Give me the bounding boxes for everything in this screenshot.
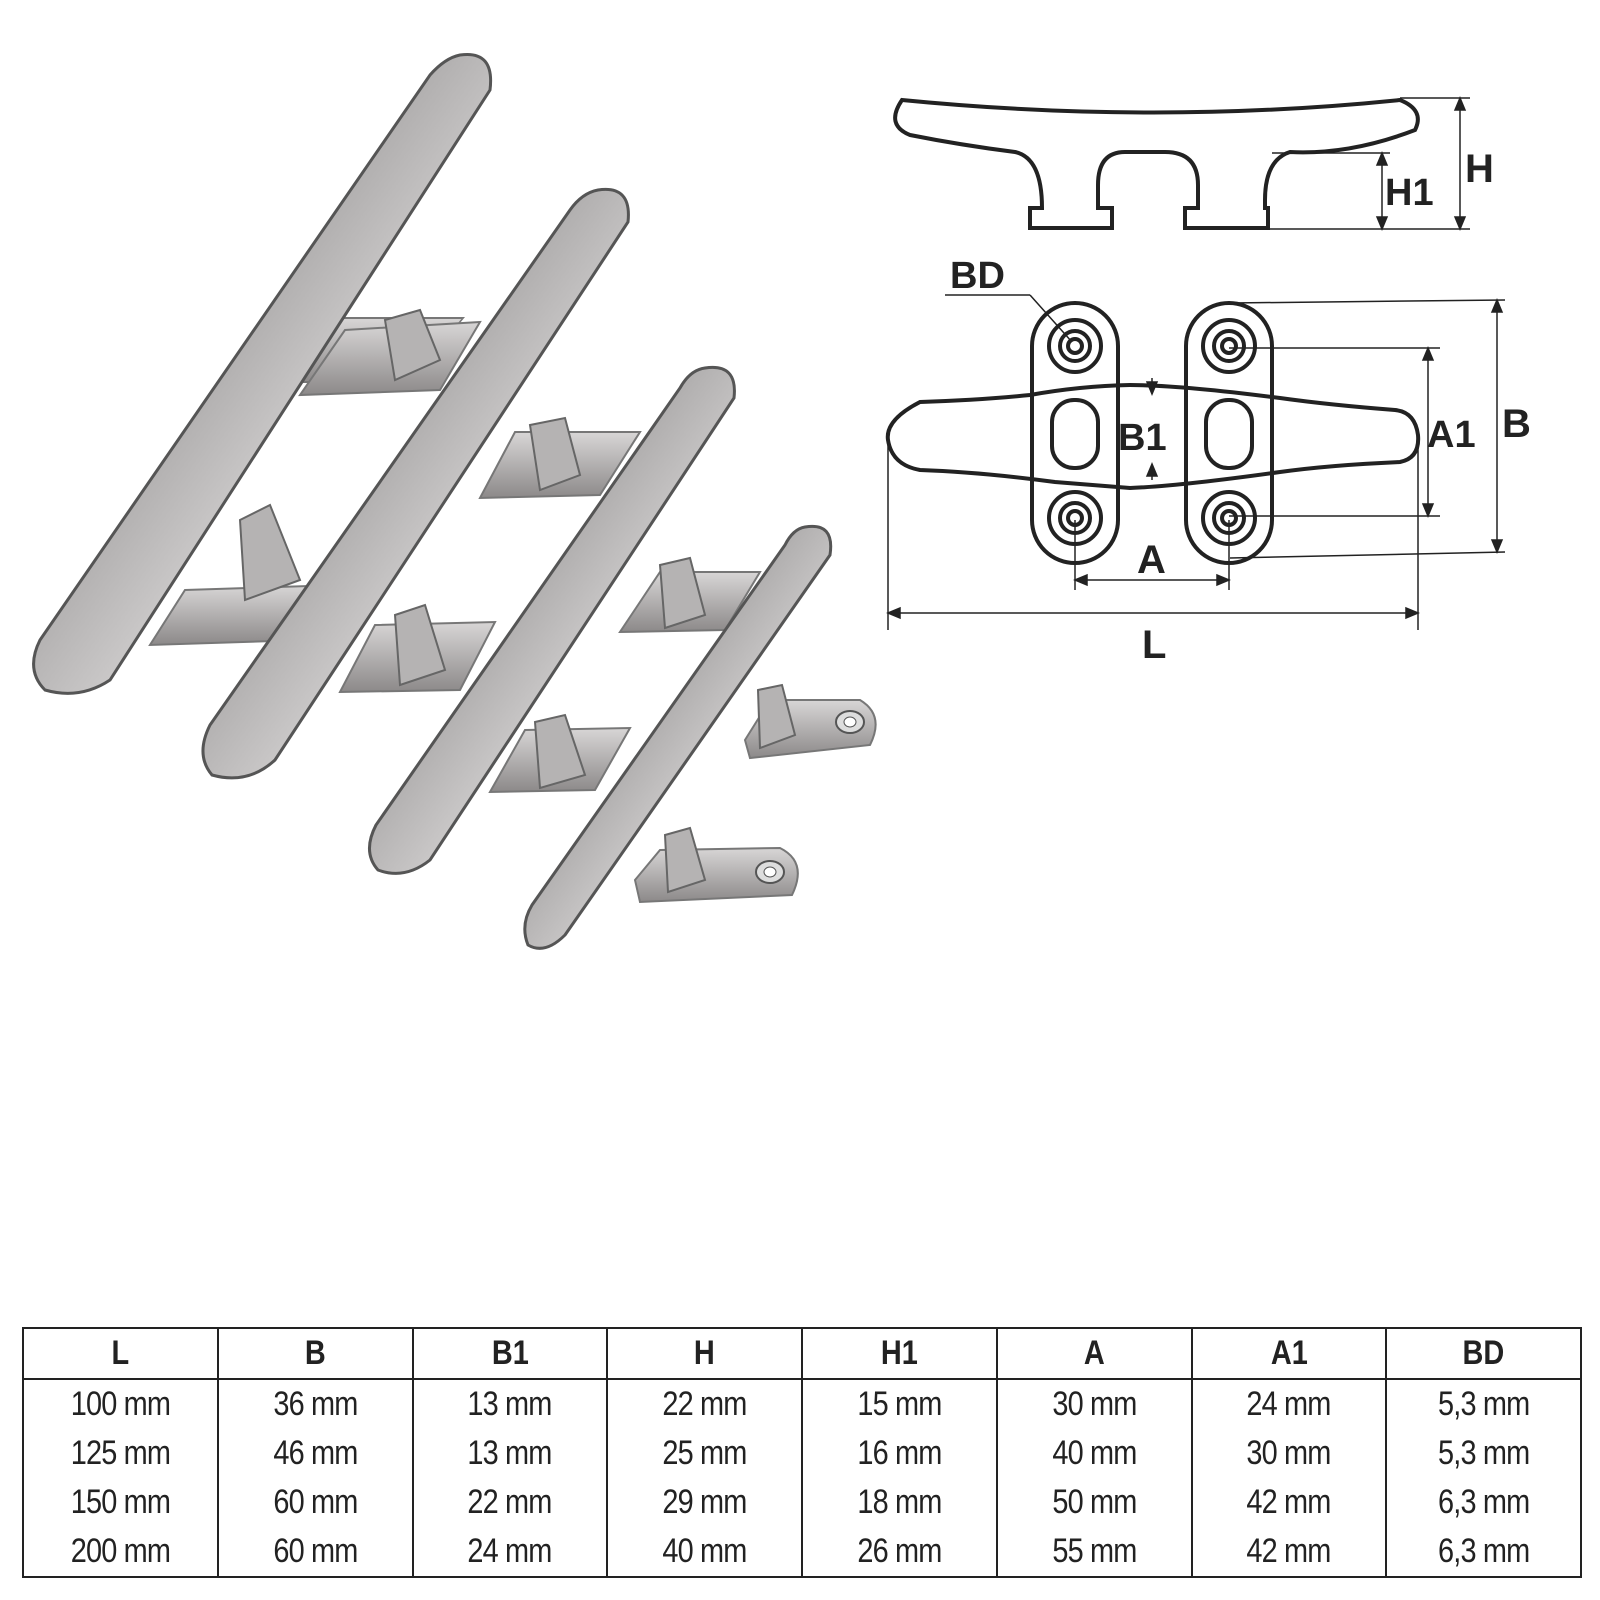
table-row: 200 mm 60 mm 24 mm 40 mm 26 mm 55 mm 42 … [22, 1527, 1582, 1578]
table-row: 150 mm 60 mm 22 mm 29 mm 18 mm 50 mm 42 … [22, 1478, 1582, 1527]
label-h1: H1 [1385, 172, 1434, 214]
dim-a [1073, 520, 1231, 590]
table-cell: 150 mm [22, 1478, 219, 1527]
dim-a1 [1229, 346, 1440, 518]
header-bd: BD [1400, 1327, 1568, 1380]
dim-bd [945, 294, 1073, 343]
table-cell: 60 mm [216, 1478, 414, 1527]
cleat-200 [32, 52, 493, 695]
table-cell: 22 mm [606, 1379, 803, 1429]
table-cell: 36 mm [216, 1379, 414, 1429]
header-h1: H1 [815, 1327, 983, 1380]
table-cell: 26 mm [801, 1527, 998, 1578]
label-b1: B1 [1118, 417, 1167, 459]
label-a: A [1137, 538, 1166, 582]
table-cell: 13 mm [411, 1379, 609, 1429]
table-cell: 125 mm [22, 1429, 219, 1478]
table-cell: 18 mm [801, 1478, 998, 1527]
table-cell: 40 mm [606, 1527, 803, 1578]
table-cell: 29 mm [606, 1478, 803, 1527]
label-l: L [1142, 623, 1166, 667]
table-cell: 60 mm [216, 1527, 414, 1578]
header-h: H [621, 1327, 789, 1380]
dim-h1 [1272, 151, 1390, 231]
table-cell: 6,3 mm [1385, 1478, 1582, 1527]
dim-l [886, 442, 1420, 630]
table-header-row: L B B1 H H1 A A1 BD [23, 1327, 1581, 1380]
label-bd: BD [950, 255, 1005, 297]
label-a1: A1 [1427, 414, 1476, 456]
header-l: L [36, 1327, 204, 1380]
table-cell: 5,3 mm [1385, 1429, 1582, 1478]
table-row: 125 mm 46 mm 13 mm 25 mm 16 mm 40 mm 30 … [22, 1429, 1582, 1478]
product-photo [32, 52, 877, 950]
header-a1: A1 [1205, 1327, 1373, 1380]
table-cell: 40 mm [995, 1429, 1193, 1478]
dim-h [1268, 96, 1470, 231]
header-a: A [1010, 1327, 1178, 1380]
header-b: B [231, 1327, 399, 1380]
label-h: H [1465, 147, 1494, 191]
cleat-125 [368, 365, 762, 875]
top-view [885, 301, 1421, 565]
header-b1: B1 [426, 1327, 594, 1380]
spec-table: L B B1 H H1 A A1 BD 100 mm 36 mm 13 mm 2… [22, 1327, 1582, 1578]
table-cell: 24 mm [411, 1527, 609, 1578]
table-cell: 6,3 mm [1385, 1527, 1582, 1578]
table-cell: 30 mm [995, 1379, 1193, 1429]
table-cell: 50 mm [995, 1478, 1193, 1527]
table-cell: 15 mm [801, 1379, 998, 1429]
table-cell: 5,3 mm [1385, 1379, 1582, 1429]
table-cell: 42 mm [1190, 1527, 1388, 1578]
table-cell: 200 mm [22, 1527, 219, 1578]
table-cell: 25 mm [606, 1429, 803, 1478]
dim-b [1229, 298, 1506, 559]
cleat-100 [523, 524, 877, 950]
table-cell: 42 mm [1190, 1478, 1388, 1527]
label-b: B [1502, 402, 1531, 446]
table-row: 100 mm 36 mm 13 mm 22 mm 15 mm 30 mm 24 … [22, 1379, 1582, 1429]
table-cell: 55 mm [995, 1527, 1193, 1578]
table-cell: 46 mm [216, 1429, 414, 1478]
table-cell: 100 mm [22, 1379, 219, 1429]
table-cell: 30 mm [1190, 1429, 1388, 1478]
table-cell: 22 mm [411, 1478, 609, 1527]
cleat-150 [201, 187, 642, 780]
table-cell: 24 mm [1190, 1379, 1388, 1429]
table-cell: 13 mm [411, 1429, 609, 1478]
dimension-diagram: H H1 BD B1 [885, 96, 1531, 667]
dim-b1 [1145, 378, 1159, 480]
table-cell: 16 mm [801, 1429, 998, 1478]
side-view [893, 97, 1420, 230]
